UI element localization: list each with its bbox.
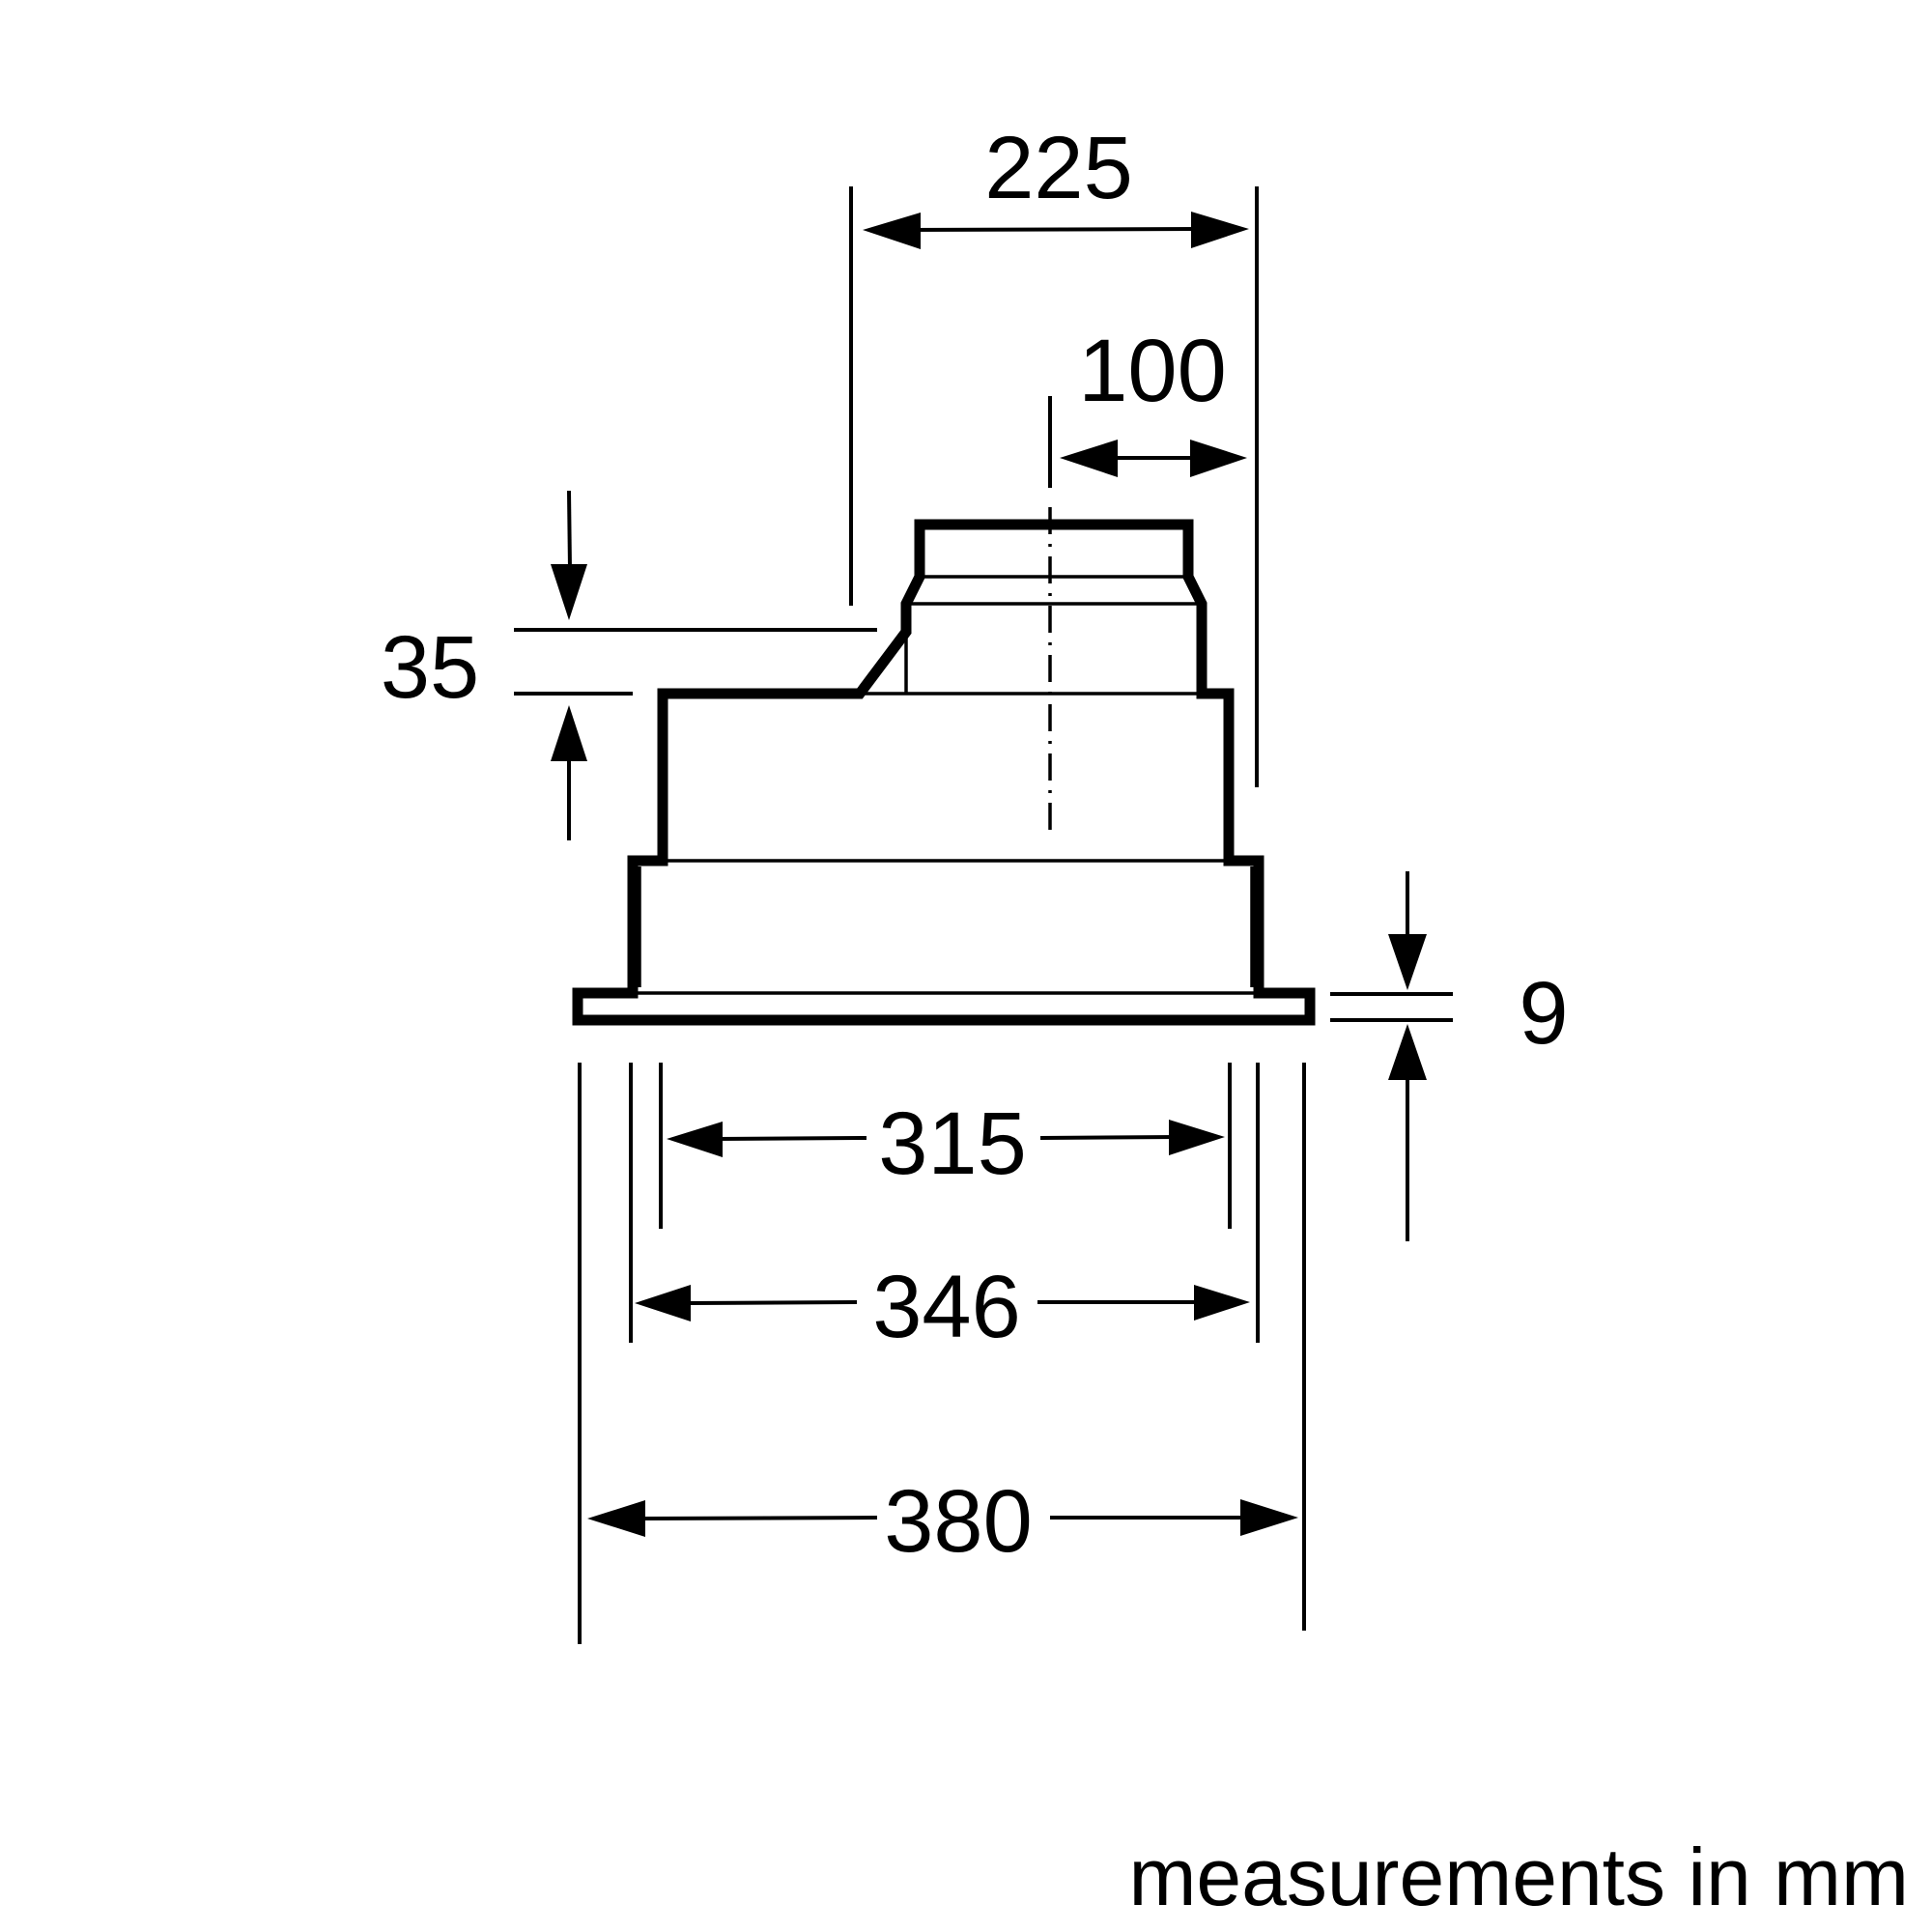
dim-35-line-top: [567, 490, 572, 571]
dim-380-label: 380: [884, 1472, 1033, 1571]
dim-35-arrow-down: [551, 564, 587, 620]
dimension-100: 100: [1060, 322, 1247, 477]
dim-346-line-left: [685, 1300, 858, 1305]
appliance-outline: [572, 519, 1316, 1026]
dim-100-label: 100: [1078, 322, 1227, 420]
dim-315-arrow-left: [667, 1122, 723, 1157]
dim-225-line: [902, 227, 1199, 232]
units-caption: measurements in mm: [1128, 1832, 1909, 1922]
dim-225-label: 225: [984, 119, 1133, 217]
dimension-9: 9: [1388, 871, 1569, 1241]
dim-380-arrow-right: [1240, 1499, 1298, 1536]
dimension-380: 380: [587, 1472, 1298, 1571]
dim-315-label: 315: [878, 1094, 1027, 1193]
dim-315-line-right: [1039, 1135, 1179, 1140]
extension-lines: [514, 186, 1453, 1644]
dim-346-arrow-left: [635, 1285, 691, 1321]
dim-315-arrow-right: [1169, 1120, 1225, 1155]
dim-9-label: 9: [1519, 964, 1568, 1063]
dim-9-arrow-up: [1388, 1024, 1427, 1080]
dim-346-arrow-right: [1194, 1285, 1250, 1321]
dimension-35: 35: [381, 490, 587, 840]
dim-100-arrow-left: [1060, 440, 1118, 477]
dim-35-label: 35: [381, 618, 479, 717]
dimension-315: 315: [667, 1094, 1225, 1193]
dim-315-line-left: [714, 1136, 867, 1141]
dim-225-arrow-left: [863, 213, 921, 249]
bottom-flange: [572, 519, 1316, 1026]
dim-35-arrow-up: [551, 705, 587, 761]
dim-100-arrow-right: [1190, 440, 1247, 477]
dim-225-arrow-right: [1191, 212, 1249, 248]
dim-380-arrow-left: [587, 1500, 645, 1537]
dimension-225: 225: [863, 119, 1249, 249]
dim-380-line-left: [637, 1516, 878, 1520]
dim-346-label: 346: [872, 1258, 1021, 1356]
dimension-346: 346: [635, 1258, 1250, 1356]
dim-9-arrow-down: [1388, 934, 1427, 990]
slanted-inner: [858, 630, 908, 696]
